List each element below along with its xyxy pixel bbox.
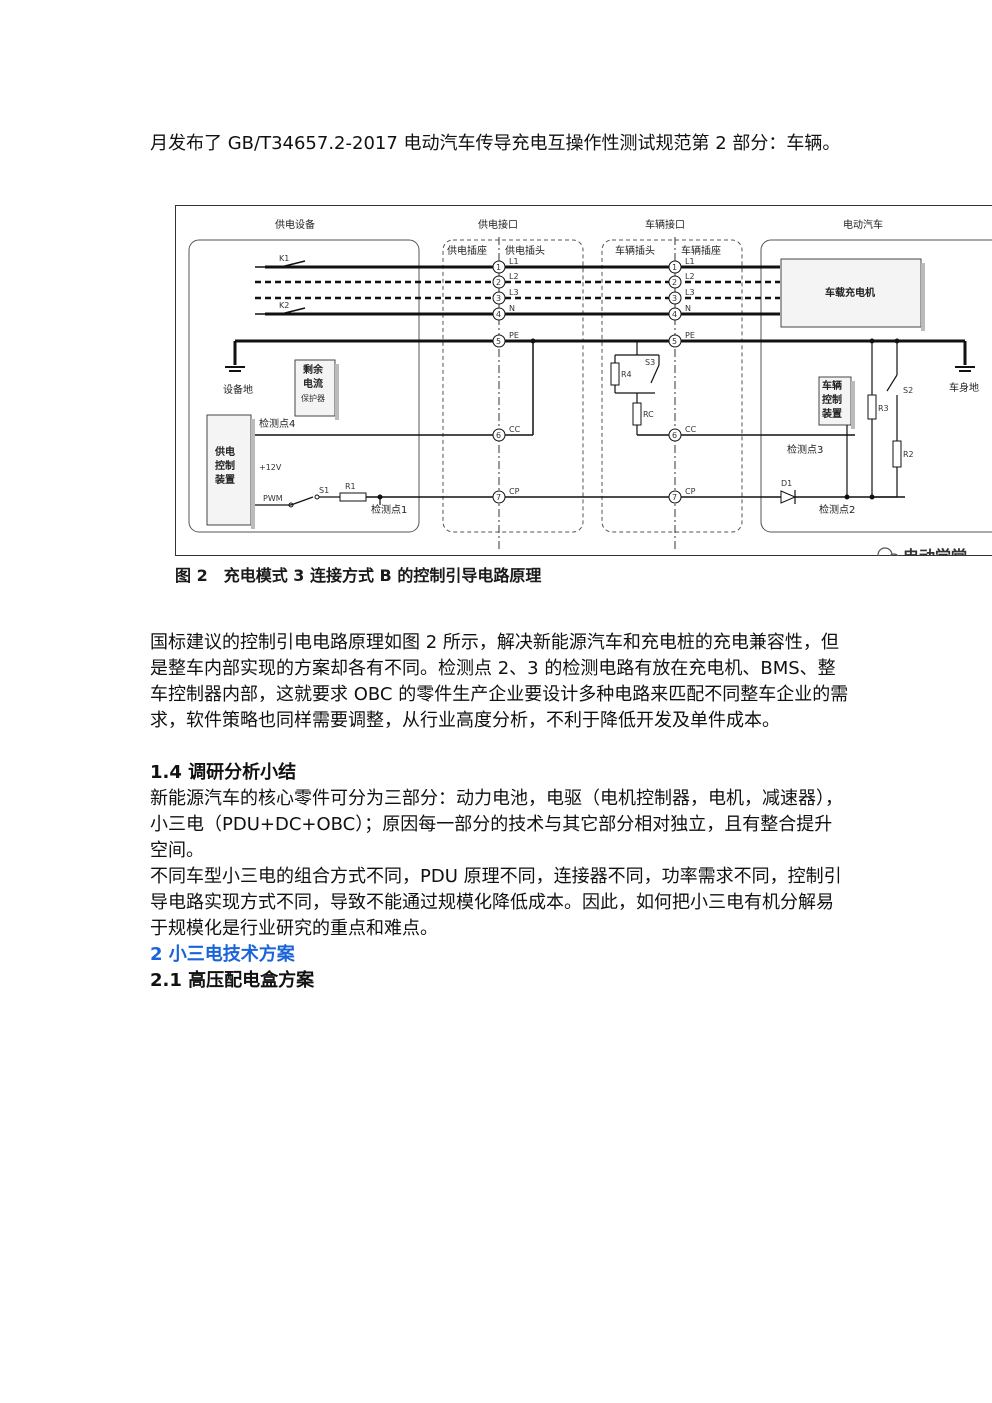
svg-text:4: 4 (672, 310, 677, 319)
section-supply-equipment: 供电设备 (275, 218, 315, 231)
supply-ctrl-label-1: 供电 (214, 445, 235, 458)
body-paragraph-3: 不同车型小三电的组合方式不同，PDU 原理不同，连接器不同，功率需求不同，控制引… (150, 866, 842, 939)
label-detect4: 检测点4 (259, 417, 295, 430)
svg-text:L3: L3 (509, 288, 519, 297)
svg-text:3: 3 (672, 294, 677, 303)
supply-ctrl-label-2: 控制 (215, 459, 235, 472)
label-body-ground: 车身地 (949, 381, 979, 394)
svg-text:CP: CP (685, 487, 696, 496)
label-s2: S2 (903, 386, 913, 395)
obc-label: 车载充电机 (825, 286, 875, 299)
body-paragraph-2: 新能源汽车的核心零件可分为三部分：动力电池，电驱（电机控制器，电机，减速器），小… (150, 788, 843, 861)
svg-text:L3: L3 (685, 288, 695, 297)
label-detect3: 检测点3 (787, 443, 823, 456)
control-pilot-circuit-diagram: 供电设备 供电接口 车辆接口 电动汽车 供电插座 供电插头 车辆插头 车辆插座 … (175, 205, 992, 556)
svg-text:2: 2 (496, 278, 501, 287)
svg-text:7: 7 (496, 493, 501, 502)
section-supply-interface: 供电接口 (478, 218, 518, 231)
svg-text:CP: CP (509, 487, 520, 496)
svg-text:PE: PE (685, 331, 695, 340)
svg-text:5: 5 (496, 337, 501, 346)
svg-text:L1: L1 (509, 257, 519, 266)
label-r1: R1 (345, 482, 356, 491)
line-labels-supply: L1 L2 L3 N PE CC CP (509, 257, 521, 496)
svg-text:L2: L2 (509, 272, 519, 281)
supply-interface-box (442, 239, 584, 533)
label-rc: RC (643, 410, 654, 419)
heading-2-1: 2.1 高压配电盒方案 (150, 970, 315, 991)
ev-box (760, 239, 992, 533)
svg-text:4: 4 (496, 310, 501, 319)
label-s3: S3 (645, 358, 655, 367)
intro-paragraph: 月发布了 GB/T34657.2-2017 电动汽车传导充电互操作性测试规范第 … (150, 133, 841, 154)
label-12v: +12V (259, 463, 282, 472)
rcd-label-3: 保护器 (301, 393, 325, 403)
heading-2: 2 小三电技术方案 (150, 944, 295, 965)
svg-text:CC: CC (685, 425, 697, 434)
svg-text:7: 7 (672, 493, 677, 502)
supply-ctrl-label-3: 装置 (214, 473, 235, 486)
svg-text:L2: L2 (685, 272, 695, 281)
label-s1: S1 (319, 486, 329, 495)
svg-text:N: N (685, 304, 691, 313)
supply-equipment-box (188, 239, 420, 533)
label-r3: R3 (878, 404, 889, 413)
svg-text:N: N (509, 304, 515, 313)
watermark: 电动学堂 (877, 547, 967, 556)
label-k1: K1 (279, 254, 289, 263)
label-detect1: 检测点1 (371, 503, 407, 516)
label-r2: R2 (903, 450, 914, 459)
heading-1-4: 1.4 调研分析小结 (150, 762, 297, 783)
rcd-label-1: 剩余 (303, 363, 324, 376)
label-r4: R4 (621, 370, 632, 379)
label-supply-socket: 供电插座 (447, 244, 487, 257)
svg-text:3: 3 (496, 294, 501, 303)
label-k2: K2 (279, 301, 289, 310)
svg-text:5: 5 (672, 337, 677, 346)
label-supply-plug: 供电插头 (505, 244, 545, 257)
svg-text:PE: PE (509, 331, 519, 340)
svg-text:6: 6 (496, 431, 501, 440)
svg-text:CC: CC (509, 425, 521, 434)
svg-text:1: 1 (496, 263, 501, 272)
body-paragraph-1: 国标建议的控制引电电路原理如图 2 所示，解决新能源汽车和充电桩的充电兼容性，但… (150, 632, 849, 731)
label-equip-ground: 设备地 (223, 383, 253, 396)
vcu-label-2: 控制 (822, 393, 842, 406)
vcu-label-1: 车辆 (822, 379, 842, 392)
svg-text:1: 1 (672, 263, 677, 272)
supply-interface-pins: 1 2 3 4 5 6 7 (492, 260, 506, 504)
svg-text:2: 2 (672, 278, 677, 287)
label-vehicle-socket: 车辆插座 (681, 244, 721, 257)
rcd-label-2: 电流 (303, 377, 323, 390)
vehicle-interface-box (601, 239, 743, 533)
label-vehicle-plug: 车辆插头 (615, 244, 655, 257)
line-labels-vehicle: L1 L2 L3 N PE CC CP (685, 257, 697, 496)
watermark-text: 电动学堂 (903, 547, 967, 556)
vcu-label-3: 装置 (821, 407, 842, 420)
vehicle-interface-pins: 1 2 3 4 5 6 7 (668, 260, 682, 504)
label-detect2: 检测点2 (819, 503, 855, 516)
svg-text:L1: L1 (685, 257, 695, 266)
label-pwm: PWM (263, 494, 283, 503)
figure-caption: 图 2 充电模式 3 连接方式 B 的控制引导电路原理 (175, 566, 542, 585)
section-ev: 电动汽车 (843, 218, 883, 231)
section-vehicle-interface: 车辆接口 (645, 218, 685, 231)
label-d1: D1 (781, 479, 792, 488)
svg-text:6: 6 (672, 431, 677, 440)
